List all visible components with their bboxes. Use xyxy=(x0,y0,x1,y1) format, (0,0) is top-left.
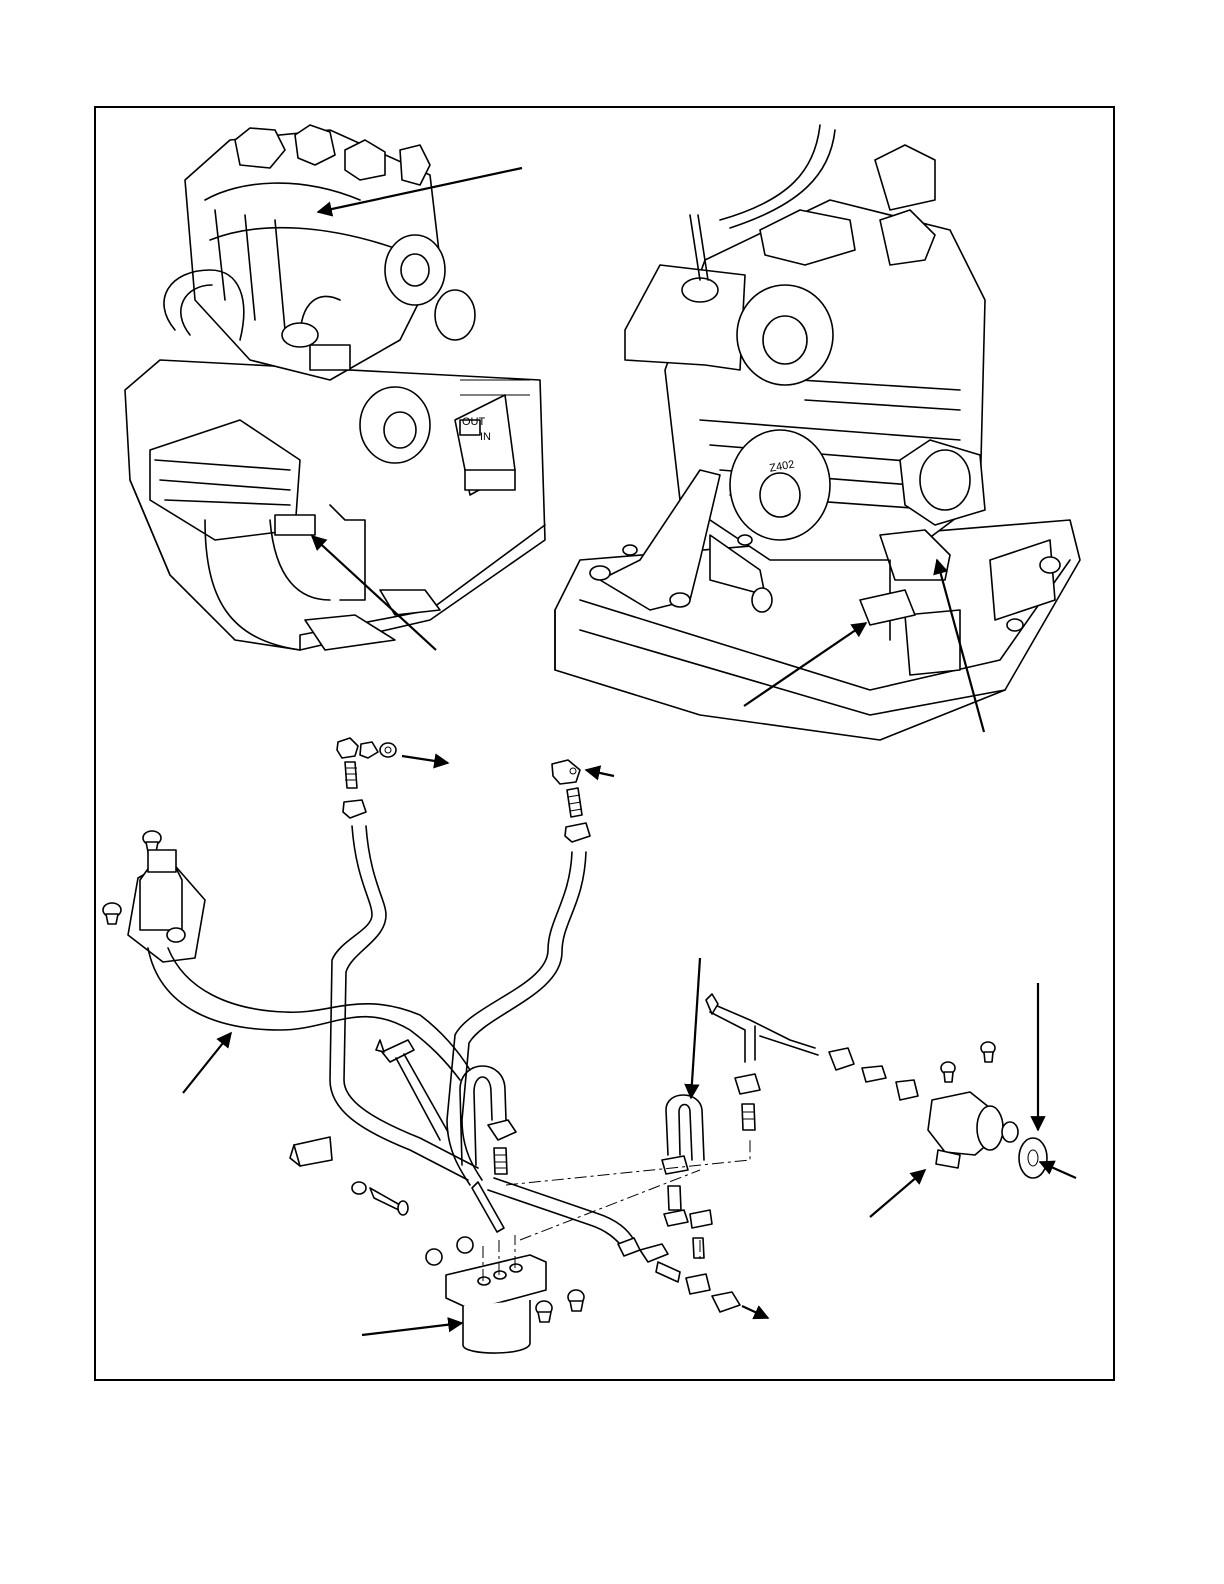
upper-left-fittings xyxy=(337,738,448,818)
arrow-icon xyxy=(742,1306,768,1318)
upper-right-fittings xyxy=(552,760,614,842)
leader-line xyxy=(691,958,700,1098)
arrow-icon xyxy=(586,770,614,776)
leader-line xyxy=(870,1170,925,1217)
leader-line xyxy=(183,1033,231,1093)
filter-housing xyxy=(426,1235,584,1353)
exploded-parts xyxy=(103,738,1047,1353)
stamp-in: IN xyxy=(480,431,491,443)
stamp-out: OUT xyxy=(462,416,486,428)
engine-left-view: IN OUT xyxy=(125,125,545,650)
arrow-icon xyxy=(402,756,448,763)
engine-right-view: Z402 xyxy=(555,125,1080,740)
left-elbow-assembly xyxy=(103,831,470,1080)
electric-pump xyxy=(928,1042,1047,1178)
leader-line xyxy=(1040,1162,1076,1178)
leader-line xyxy=(362,1323,462,1335)
